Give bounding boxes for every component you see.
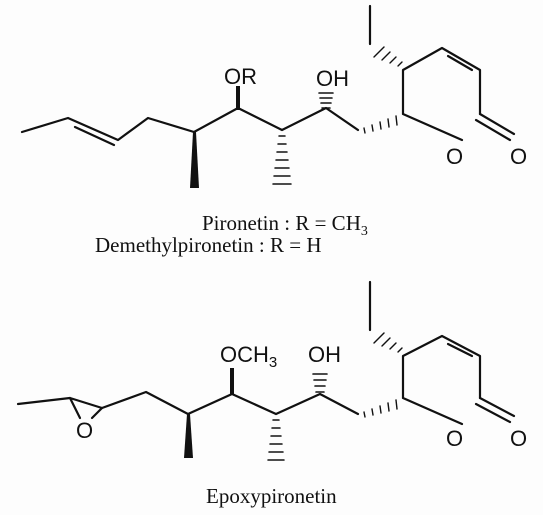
oh-label: OH: [316, 66, 349, 91]
or-label: OR: [224, 64, 257, 89]
methyl-hashed-bond-1: [272, 135, 292, 185]
backbone-bonds: [192, 106, 360, 134]
double-bond-line: [73, 125, 116, 147]
lactone-ring-bonds-2: [401, 334, 482, 426]
oh-hashed-bond-2: [312, 373, 328, 393]
carbonyl-bond-2b: [474, 402, 512, 424]
ome-label: OCH3: [220, 342, 277, 371]
carbonyl-oxygen-label: O: [510, 144, 527, 169]
oh-label-2: OH: [308, 342, 341, 367]
ring-oxygen-label-2: O: [446, 426, 463, 451]
ome-subscript: 3: [269, 354, 277, 371]
ring-link-hashed-bond-2: [363, 399, 398, 418]
ome-wedge-bond: [230, 368, 234, 394]
methyl-wedge-bond-2: [184, 414, 193, 458]
carbonyl-bond-2a: [478, 396, 516, 418]
carbonyl-oxygen-label-2: O: [510, 426, 527, 451]
epoxypironetin-structure: [16, 280, 516, 461]
epoxide-bonds: [16, 396, 104, 420]
oh-hashed-bond: [318, 92, 334, 109]
demethylpironetin-caption: Demethylpironetin : R = H: [95, 233, 321, 257]
methyl-hashed-bond-2: [267, 419, 285, 461]
carbonyl-bond-a: [478, 112, 516, 136]
alkene-chain-bonds: [20, 116, 196, 142]
pironetin-caption-subscript: 3: [361, 224, 368, 239]
ethyl-hashed-bond-2: [373, 332, 403, 353]
epoxide-oxygen-label: O: [76, 418, 93, 443]
methyl-wedge-bond-1: [190, 132, 199, 188]
pironetin-caption: Pironetin : R = CH3: [202, 211, 368, 239]
ring-double-bond-2: [446, 342, 474, 358]
or-wedge-bond: [236, 86, 240, 110]
pironetin-structure: [20, 4, 516, 188]
ring-oxygen-label: O: [446, 144, 463, 169]
backbone-bonds-2: [100, 390, 360, 416]
ethyl-hashed-bond-1: [373, 46, 403, 67]
ring-link-hashed-bond-1: [363, 115, 398, 134]
lactone-ring-bonds: [401, 46, 482, 142]
ring-double-bond: [446, 54, 474, 72]
carbonyl-bond-b: [474, 118, 512, 142]
epoxypironetin-caption: Epoxypironetin: [206, 484, 337, 508]
